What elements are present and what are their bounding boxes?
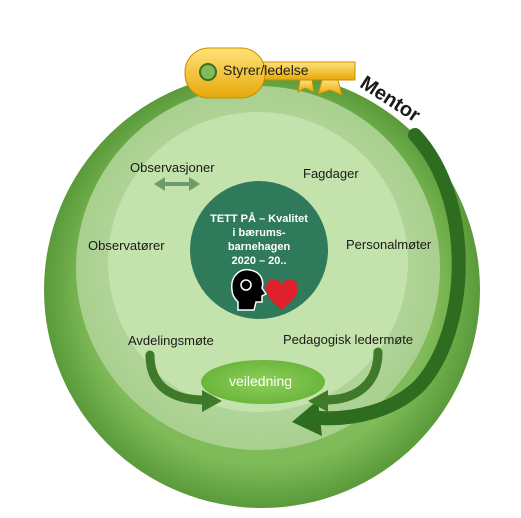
fagdager-label: Fagdager <box>303 166 359 181</box>
center-title-line-3: barnehagen <box>227 241 291 253</box>
veiledning-label: veiledning <box>229 373 293 389</box>
brain-head-icon <box>231 268 268 311</box>
personalmoter-label: Personalmøter <box>346 237 432 252</box>
veiledning-ellipse <box>201 360 325 404</box>
center-title-line-2: i bærums- <box>232 227 286 239</box>
right-arrow <box>308 347 383 412</box>
center-title-line-4: 2020 – 20.. <box>231 255 287 267</box>
observasjoner-label: Observasjoner <box>130 160 215 175</box>
center-title-line-1: TETT PÅ – Kvalitet <box>210 213 308 225</box>
observatorer-label: Observatører <box>88 238 165 253</box>
avdelingsmote-label: Avdelingsmøte <box>128 333 214 348</box>
left-arrow <box>145 350 222 412</box>
heart-icon <box>266 279 298 310</box>
pedagogisk-ledermote-label: Pedagogisk ledermøte <box>283 332 414 347</box>
key-icon <box>184 47 356 99</box>
key-label: Styrer/ledelse <box>223 62 309 78</box>
double-arrow-icon <box>154 177 200 191</box>
mentor-arrow <box>292 128 466 436</box>
